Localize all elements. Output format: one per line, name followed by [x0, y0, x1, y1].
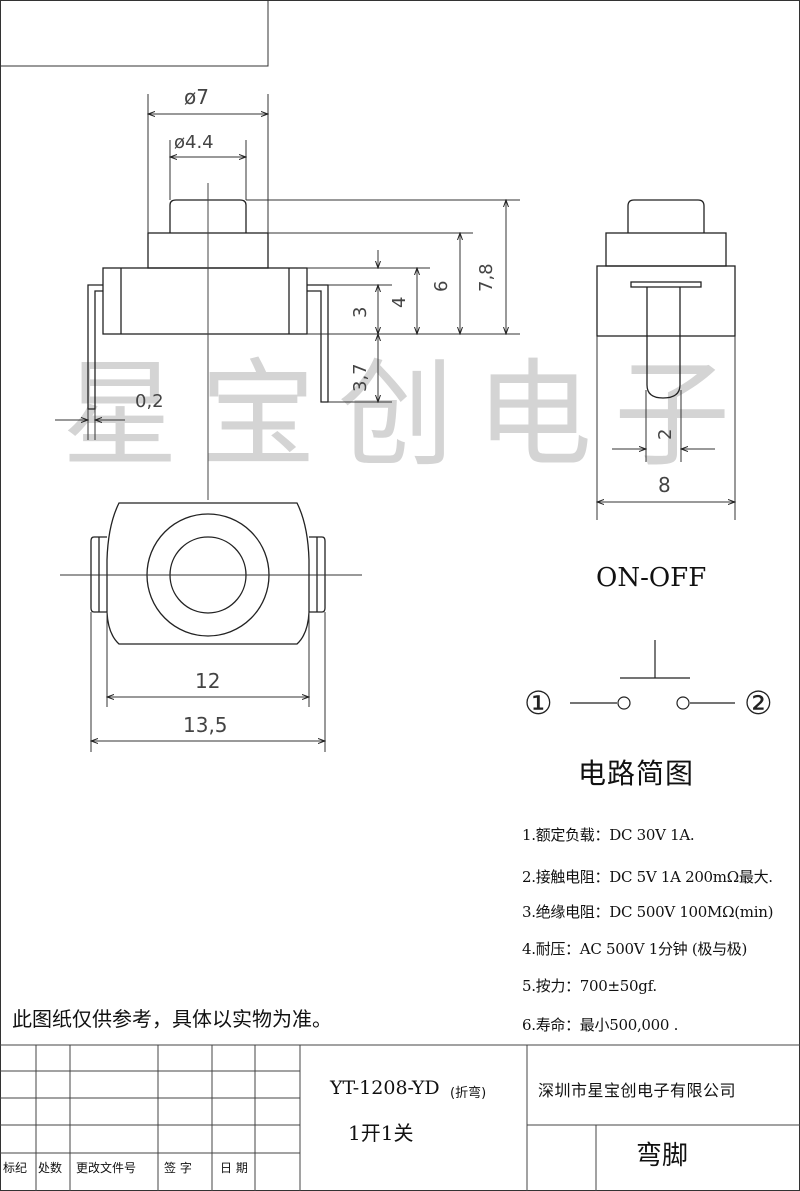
header-change-doc: 更改文件号	[76, 1161, 137, 1175]
circuit-diagram	[570, 640, 735, 710]
circuit-terminal-1: ①	[524, 684, 553, 722]
dim-d7: ø7	[184, 85, 209, 109]
model-suffix: (折弯)	[450, 1086, 487, 1101]
title-block-grid	[0, 1044, 800, 1191]
circuit-terminal-2: ②	[744, 684, 773, 722]
spec-item: 2.接触电阻：DC 5V 1A 200mΩ最大.	[522, 868, 773, 886]
dim-6: 6	[431, 281, 452, 292]
dim-8: 8	[658, 473, 671, 497]
company-name: 深圳市星宝创电子有限公司	[538, 1081, 737, 1100]
switch-config: 1开1关	[348, 1121, 414, 1145]
spec-item: 4.耐压：AC 500V 1分钟 (极与极)	[522, 940, 748, 958]
header-mark: 标纪	[3, 1161, 28, 1175]
dim-78: 7,8	[476, 263, 497, 292]
reference-note: 此图纸仅供参考，具体以实物为准。	[12, 1007, 332, 1031]
part-name: 弯脚	[636, 1141, 689, 1171]
spec-item: 3.绝缘电阻：DC 500V 100MΩ(min)	[522, 903, 774, 921]
dim-37: 3,7	[350, 363, 371, 392]
spec-item: 1.额定负载：DC 30V 1A.	[522, 826, 695, 844]
spec-item: 6.寿命：最小500,000 .	[522, 1016, 679, 1034]
dim-3: 3	[350, 307, 371, 318]
watermark-text: 星宝创电子	[62, 348, 752, 483]
spec-item: 5.按力：700±50gf.	[522, 977, 657, 995]
circuit-title: 电路简图	[578, 757, 695, 790]
header-signature: 签 字	[164, 1161, 192, 1175]
dim-2: 2	[655, 429, 676, 440]
header-date: 日 期	[220, 1161, 248, 1175]
top-view	[90, 502, 326, 645]
header-count: 处数	[38, 1161, 63, 1175]
side-dimensions	[597, 336, 735, 520]
dim-12: 12	[195, 669, 220, 693]
dim-d44: ø4.4	[174, 132, 214, 153]
dim-135: 13,5	[183, 713, 228, 737]
front-dimension-labels: ø7 ø4.4 7,8 6 4 3 3,7 0,2	[135, 85, 497, 412]
dim-02: 0,2	[135, 391, 164, 412]
top-dimensions	[91, 612, 325, 752]
on-off-label: ON-OFF	[596, 563, 707, 593]
front-dimensions	[55, 94, 520, 440]
dim-4: 4	[389, 297, 410, 308]
side-view	[596, 199, 736, 399]
model-number: YT-1208-YD	[330, 1077, 440, 1099]
